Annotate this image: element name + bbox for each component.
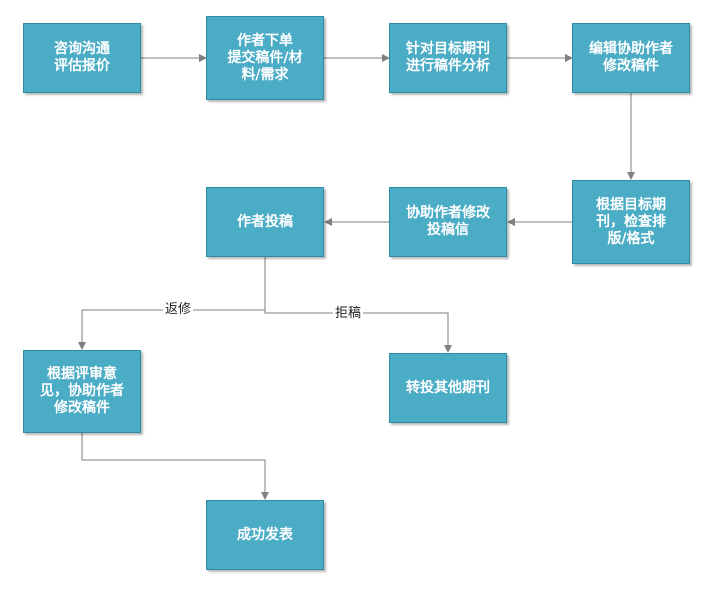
connector-revise-to-publish: [81, 433, 269, 500]
node-submit-materials: 作者下单 提交稿件/材 料/需求: [206, 16, 324, 100]
node-revise-manuscript: 根据评审意 见，协助作者 修改稿件: [23, 350, 141, 433]
node-cover-letter: 协助作者修改 投稿信: [389, 187, 507, 257]
node-edit-manuscript: 编辑协助作者 修改稿件: [572, 23, 690, 93]
node-manuscript-analysis: 针对目标期刊 进行稿件分析: [389, 23, 507, 93]
node-consult: 咨询沟通 评估报价: [23, 23, 141, 93]
node-transfer-journal: 转投其他期刊: [389, 353, 507, 423]
node-check-format: 根据目标期 刊，检查排 版/格式: [572, 180, 690, 264]
node-published: 成功发表: [206, 500, 324, 570]
edge-label-rejection: 拒稿: [333, 306, 364, 322]
node-author-submit: 作者投稿: [206, 187, 324, 257]
edge-label-revision: 返修: [163, 302, 194, 318]
